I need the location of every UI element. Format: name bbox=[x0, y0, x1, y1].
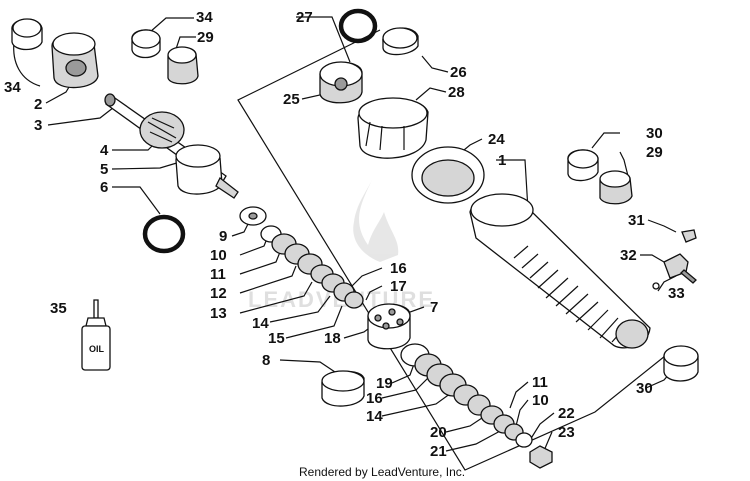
part-31-screw bbox=[681, 229, 697, 243]
part-28-reservoir-cap bbox=[357, 97, 429, 159]
callout-18: 18 bbox=[324, 330, 341, 347]
callout-29: 29 bbox=[646, 144, 663, 161]
part-35-oil-bottle: OIL bbox=[81, 299, 111, 371]
part-34-bushing-left bbox=[11, 18, 43, 51]
callout-15: 15 bbox=[268, 330, 285, 347]
bottle-label: OIL bbox=[89, 344, 105, 354]
part-30-bushing-upper bbox=[567, 149, 599, 182]
callout-13: 13 bbox=[210, 305, 227, 322]
callout-14: 14 bbox=[252, 315, 269, 332]
callout-26: 26 bbox=[450, 64, 467, 81]
callout-22: 22 bbox=[558, 405, 575, 422]
shim-stack-lower bbox=[400, 343, 533, 448]
part-9-washer bbox=[239, 206, 267, 226]
callout-16: 16 bbox=[390, 260, 407, 277]
part-5-shaft-eye bbox=[175, 144, 239, 199]
callout-10: 10 bbox=[210, 247, 227, 264]
callout-5: 5 bbox=[100, 161, 108, 178]
callout-11: 11 bbox=[210, 266, 226, 283]
callout-7: 7 bbox=[430, 299, 438, 316]
callout-35: 35 bbox=[50, 300, 67, 317]
callout-12: 12 bbox=[210, 285, 227, 302]
callout-8: 8 bbox=[262, 352, 270, 369]
callout-3: 3 bbox=[34, 117, 42, 134]
credit-text: Rendered by LeadVenture, Inc. bbox=[299, 465, 465, 479]
callout-10: 10 bbox=[532, 392, 549, 409]
callout-24: 24 bbox=[488, 131, 505, 148]
part-4-bumper bbox=[139, 111, 185, 149]
callout-14: 14 bbox=[366, 408, 383, 425]
callout-33: 33 bbox=[668, 285, 685, 302]
callout-11: 11 bbox=[532, 374, 548, 391]
part-27-oring bbox=[338, 8, 378, 44]
part-2-eyelet-upper bbox=[51, 32, 99, 89]
shim-stack-upper bbox=[260, 225, 364, 309]
part-1-shock-body bbox=[469, 193, 651, 349]
callout-16: 16 bbox=[366, 390, 383, 407]
callout-25: 25 bbox=[283, 91, 300, 108]
part-6-oring bbox=[142, 214, 186, 254]
callout-34: 34 bbox=[196, 9, 213, 26]
part-29-sleeve bbox=[167, 46, 199, 85]
callout-29: 29 bbox=[197, 29, 214, 46]
part-7-piston bbox=[367, 303, 411, 350]
callout-17: 17 bbox=[390, 278, 407, 295]
part-26-bushing bbox=[382, 27, 419, 56]
part-34-bushing-right bbox=[131, 29, 161, 59]
callout-30: 30 bbox=[646, 125, 663, 142]
callout-2: 2 bbox=[34, 96, 42, 113]
part-33-pin bbox=[680, 269, 697, 284]
part-29-sleeve-right bbox=[599, 170, 633, 205]
callout-34: 34 bbox=[4, 79, 21, 96]
callout-1: 1 bbox=[498, 152, 506, 169]
callout-19: 19 bbox=[376, 375, 393, 392]
callout-30: 30 bbox=[636, 380, 653, 397]
part-8-piston-band bbox=[321, 370, 365, 407]
callout-4: 4 bbox=[100, 142, 109, 159]
part-23-nut bbox=[529, 445, 553, 469]
callouts: 27 34 29 34 2 3 26 25 28 24 1 4 5 6 30 2… bbox=[4, 9, 685, 460]
callout-9: 9 bbox=[219, 228, 227, 245]
part-30-bushing-lower bbox=[663, 345, 699, 382]
part-24-piston-ring bbox=[411, 146, 485, 204]
callout-21: 21 bbox=[430, 443, 447, 460]
callout-31: 31 bbox=[628, 212, 645, 229]
callout-32: 32 bbox=[620, 247, 637, 264]
watermark-flame-icon bbox=[353, 180, 399, 262]
callout-28: 28 bbox=[448, 84, 465, 101]
part-25-eyelet bbox=[319, 61, 363, 104]
callout-23: 23 bbox=[558, 424, 575, 441]
callout-6: 6 bbox=[100, 179, 108, 196]
callout-20: 20 bbox=[430, 424, 447, 441]
callout-27: 27 bbox=[296, 9, 313, 26]
